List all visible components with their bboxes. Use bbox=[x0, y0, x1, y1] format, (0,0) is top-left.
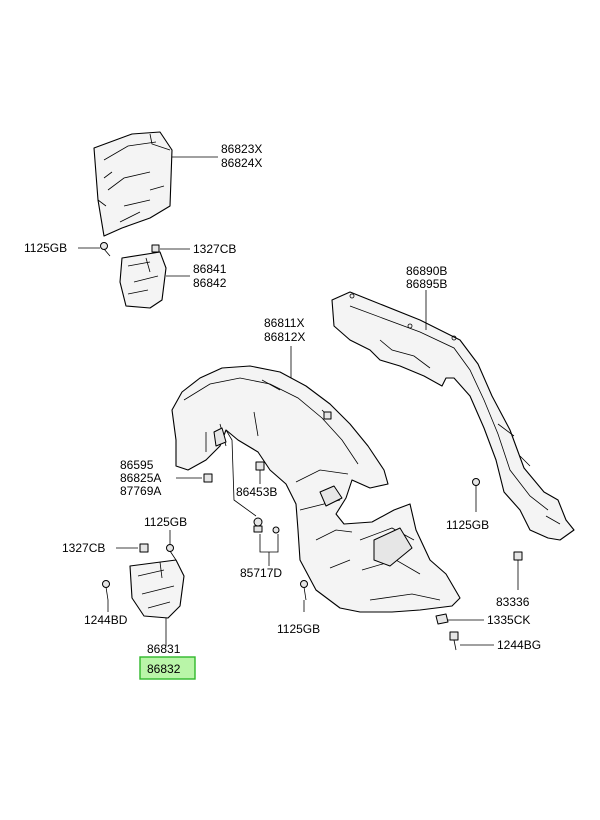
clip-86453B[interactable] bbox=[255, 461, 265, 471]
bolt-1244BG[interactable] bbox=[449, 631, 459, 651]
bolt-1244BD[interactable] bbox=[102, 580, 110, 601]
fender-guard-right[interactable] bbox=[331, 291, 575, 541]
leader-85717D bbox=[259, 534, 279, 553]
callout-86825A[interactable]: 86825A bbox=[120, 471, 161, 485]
callout-1244BD[interactable]: 1244BD bbox=[84, 613, 128, 627]
clip-86825A[interactable] bbox=[203, 473, 213, 483]
callout-1327CB-top[interactable]: 1327CB bbox=[193, 242, 236, 256]
bolt-1125GB-upper[interactable] bbox=[100, 242, 111, 257]
callout-1244BG[interactable]: 1244BG bbox=[497, 638, 541, 652]
bolt-1125GB-left[interactable] bbox=[166, 544, 177, 561]
callout-1125GB-left[interactable]: 1125GB bbox=[144, 515, 187, 529]
mud-flap-lower[interactable] bbox=[129, 559, 185, 619]
bolt-1125GB-right[interactable] bbox=[472, 478, 480, 501]
callout-1125GB-top[interactable]: 1125GB bbox=[24, 241, 67, 255]
callout-1327CB-left[interactable]: 1327CB bbox=[62, 541, 105, 555]
callout-86595[interactable]: 86595 bbox=[120, 458, 154, 472]
callout-86824X[interactable]: 86824X bbox=[221, 156, 262, 170]
nut-1327CB-left[interactable] bbox=[139, 543, 149, 553]
callout-83336[interactable]: 83336 bbox=[496, 595, 530, 609]
callout-1125GB-right[interactable]: 1125GB bbox=[446, 518, 489, 532]
callout-86890B[interactable]: 86890B bbox=[406, 264, 447, 278]
callout-86895B[interactable]: 86895B bbox=[406, 277, 447, 291]
plug-83336[interactable] bbox=[513, 551, 523, 561]
callout-86832[interactable]: 86832 bbox=[147, 662, 181, 676]
callout-87769A[interactable]: 87769A bbox=[120, 484, 161, 498]
leader-clip-to-liner bbox=[225, 429, 257, 517]
splash-shield-upper[interactable] bbox=[93, 131, 173, 237]
callout-86811X[interactable]: 86811X bbox=[264, 316, 304, 330]
bolt-1125GB-mid[interactable] bbox=[300, 580, 308, 601]
callout-86453B[interactable]: 86453B bbox=[236, 485, 277, 499]
inner-fender-liner[interactable] bbox=[171, 365, 461, 613]
callout-1125GB-mid[interactable]: 1125GB bbox=[277, 622, 320, 636]
callout-86831[interactable]: 86831 bbox=[147, 642, 181, 656]
clip-1335CK[interactable] bbox=[435, 613, 449, 625]
nut-1327CB-upper[interactable] bbox=[151, 244, 160, 253]
callout-85717D[interactable]: 85717D bbox=[240, 566, 282, 580]
callout-1335CK[interactable]: 1335CK bbox=[487, 613, 530, 627]
callout-86841[interactable]: 86841 bbox=[193, 262, 227, 276]
callout-86842[interactable]: 86842 bbox=[193, 276, 227, 290]
clips-85717D[interactable] bbox=[253, 517, 280, 534]
callout-86812X[interactable]: 86812X bbox=[264, 330, 305, 344]
highlight-86832 bbox=[139, 656, 196, 680]
callout-86823X[interactable]: 86823X bbox=[221, 142, 262, 156]
mud-flap-upper[interactable] bbox=[119, 251, 167, 309]
